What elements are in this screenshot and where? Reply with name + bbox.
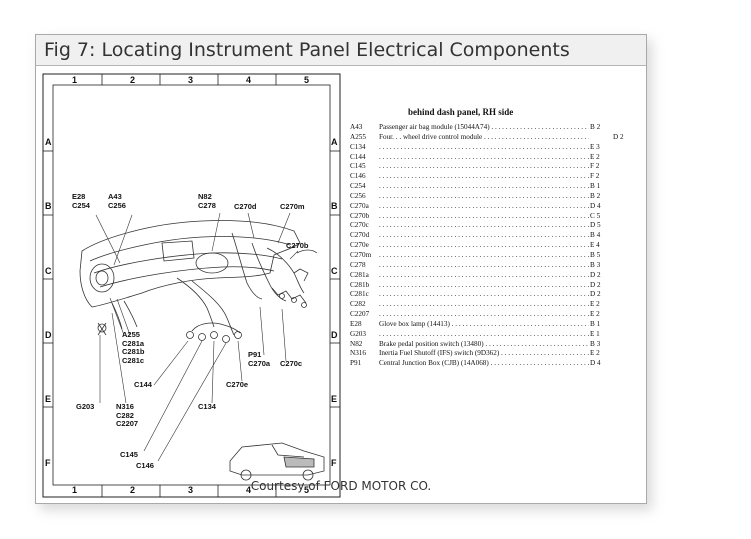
callout-c134: C134 bbox=[198, 402, 216, 411]
callout-c270e: C270e bbox=[226, 380, 249, 389]
grid-row-d-right: D bbox=[331, 330, 338, 340]
callout-c270m: C270m bbox=[280, 202, 305, 211]
legend-row: C270bC 5 bbox=[350, 212, 640, 222]
legend-row: C281cD 2 bbox=[350, 290, 640, 300]
grid-row-f-left: F bbox=[45, 458, 51, 468]
legend-row: C278B 3 bbox=[350, 261, 640, 271]
legend-heading: behind dash panel, RH side bbox=[408, 107, 514, 117]
grid-col-5-top: 5 bbox=[304, 75, 310, 85]
grid-col-2-top: 2 bbox=[130, 75, 136, 85]
callout-c270b: C270b bbox=[286, 241, 309, 250]
grid-frame-outer bbox=[42, 73, 341, 498]
grid-col-1-bottom: 1 bbox=[72, 485, 78, 495]
grid-frame-inner bbox=[52, 84, 331, 486]
grid-col-5-bottom: 5 bbox=[304, 485, 310, 495]
grid-col-1-top: 1 bbox=[72, 75, 78, 85]
truck-locator-icon bbox=[229, 442, 325, 481]
legend-row: C282E 2 bbox=[350, 300, 640, 310]
grid-row-f-right: F bbox=[331, 458, 337, 468]
grid-col-2-bottom: 2 bbox=[130, 485, 136, 495]
grid-col-3-top: 3 bbox=[188, 75, 194, 85]
callout-c270d: C270d bbox=[234, 202, 257, 211]
callout-c144: C144 bbox=[134, 380, 152, 389]
legend-row: C2207E 2 bbox=[350, 310, 640, 320]
legend-row: C145F 2 bbox=[350, 162, 640, 172]
legend-row: C270eE 4 bbox=[350, 241, 640, 251]
callout-c145: C145 bbox=[120, 450, 138, 459]
legend-row: C256B 2 bbox=[350, 192, 640, 202]
instrument-panel-drawing bbox=[42, 73, 341, 498]
grid-row-b-right: B bbox=[331, 201, 338, 211]
legend-row: C144E 2 bbox=[350, 153, 640, 163]
legend-row: C134E 3 bbox=[350, 143, 640, 153]
dash-panel-illustration bbox=[79, 220, 318, 343]
legend-row: C270dB 4 bbox=[350, 231, 640, 241]
grid-row-a-left: A bbox=[45, 137, 52, 147]
callout-c146: C146 bbox=[136, 461, 154, 470]
callout-g203: G203 bbox=[76, 402, 95, 411]
grid-row-c-left: C bbox=[45, 266, 52, 276]
figure-panel: Fig 7: Locating Instrument Panel Electri… bbox=[35, 34, 647, 504]
grid-row-d-left: D bbox=[45, 330, 52, 340]
grid-col-4-top: 4 bbox=[246, 75, 252, 85]
title-bar: Fig 7: Locating Instrument Panel Electri… bbox=[36, 35, 646, 66]
legend-row: C270aD 4 bbox=[350, 202, 640, 212]
grid-row-e-right: E bbox=[331, 394, 338, 404]
grid-row-a-right: A bbox=[331, 137, 338, 147]
diagram-figure: 1 2 3 4 5 1 2 3 4 5 A B C D E F A B C D … bbox=[42, 73, 642, 501]
grid-row-c-right: C bbox=[331, 266, 338, 276]
leader-lines bbox=[95, 212, 299, 462]
legend-row: C281bD 2 bbox=[350, 281, 640, 291]
legend-row: C270mB 5 bbox=[350, 251, 640, 261]
figure-title: Fig 7: Locating Instrument Panel Electri… bbox=[44, 39, 570, 61]
legend-row: C281aD 2 bbox=[350, 271, 640, 281]
legend-row: C254B 1 bbox=[350, 182, 640, 192]
legend-row: G203E 1 bbox=[350, 330, 640, 340]
grid-ticks bbox=[43, 74, 340, 497]
legend-row: C270cD 5 bbox=[350, 221, 640, 231]
grid-row-b-left: B bbox=[45, 201, 52, 211]
grid-col-4-bottom: 4 bbox=[246, 485, 252, 495]
callout-c270c: C270c bbox=[280, 359, 303, 368]
grid-col-3-bottom: 3 bbox=[188, 485, 194, 495]
grid-row-e-left: E bbox=[45, 394, 52, 404]
figure-caption: Courtesy of FORD MOTOR CO. bbox=[250, 479, 432, 493]
legend-row: C146F 2 bbox=[350, 172, 640, 182]
